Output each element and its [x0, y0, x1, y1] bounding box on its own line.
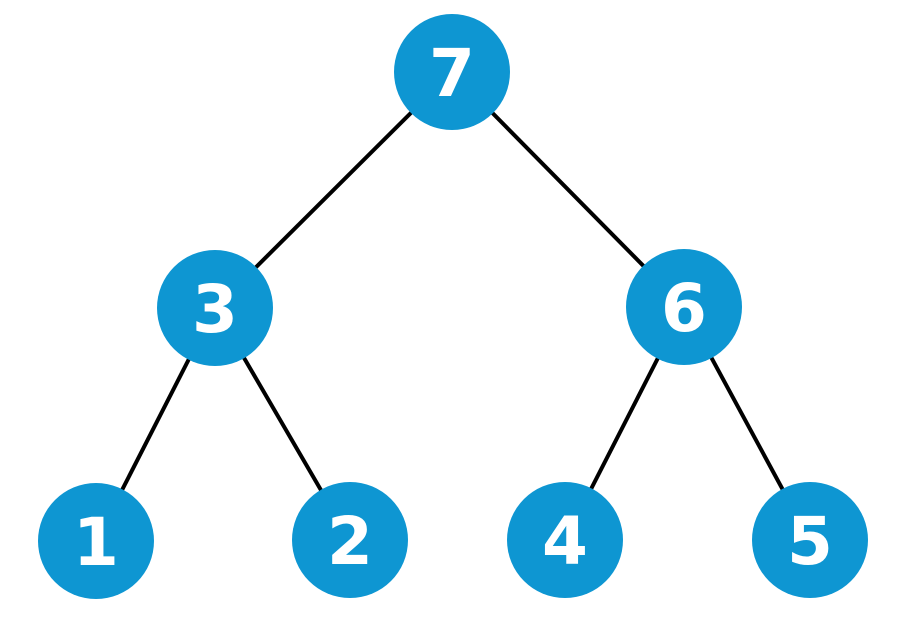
- tree-node-6: 6: [626, 249, 742, 365]
- tree-node-label-7: 7: [429, 35, 475, 112]
- tree-node-label-1: 1: [73, 504, 119, 581]
- tree-node-circle-4: [507, 482, 623, 598]
- tree-node-circle-2: [292, 482, 408, 598]
- tree-node-1: 1: [38, 483, 154, 599]
- tree-node-circle-5: [752, 482, 868, 598]
- tree-node-label-5: 5: [787, 503, 833, 580]
- tree-node-label-4: 4: [542, 503, 588, 580]
- tree-node-3: 3: [157, 250, 273, 366]
- tree-node-label-2: 2: [327, 503, 373, 580]
- tree-node-label-6: 6: [661, 270, 707, 347]
- tree-node-2: 2: [292, 482, 408, 598]
- tree-node-4: 4: [507, 482, 623, 598]
- tree-node-label-3: 3: [192, 271, 238, 348]
- tree-node-5: 5: [752, 482, 868, 598]
- tree-node-7: 7: [394, 14, 510, 130]
- tree-node-circle-7: [394, 14, 510, 130]
- tree-node-circle-3: [157, 250, 273, 366]
- tree-node-circle-6: [626, 249, 742, 365]
- tree-node-circle-1: [38, 483, 154, 599]
